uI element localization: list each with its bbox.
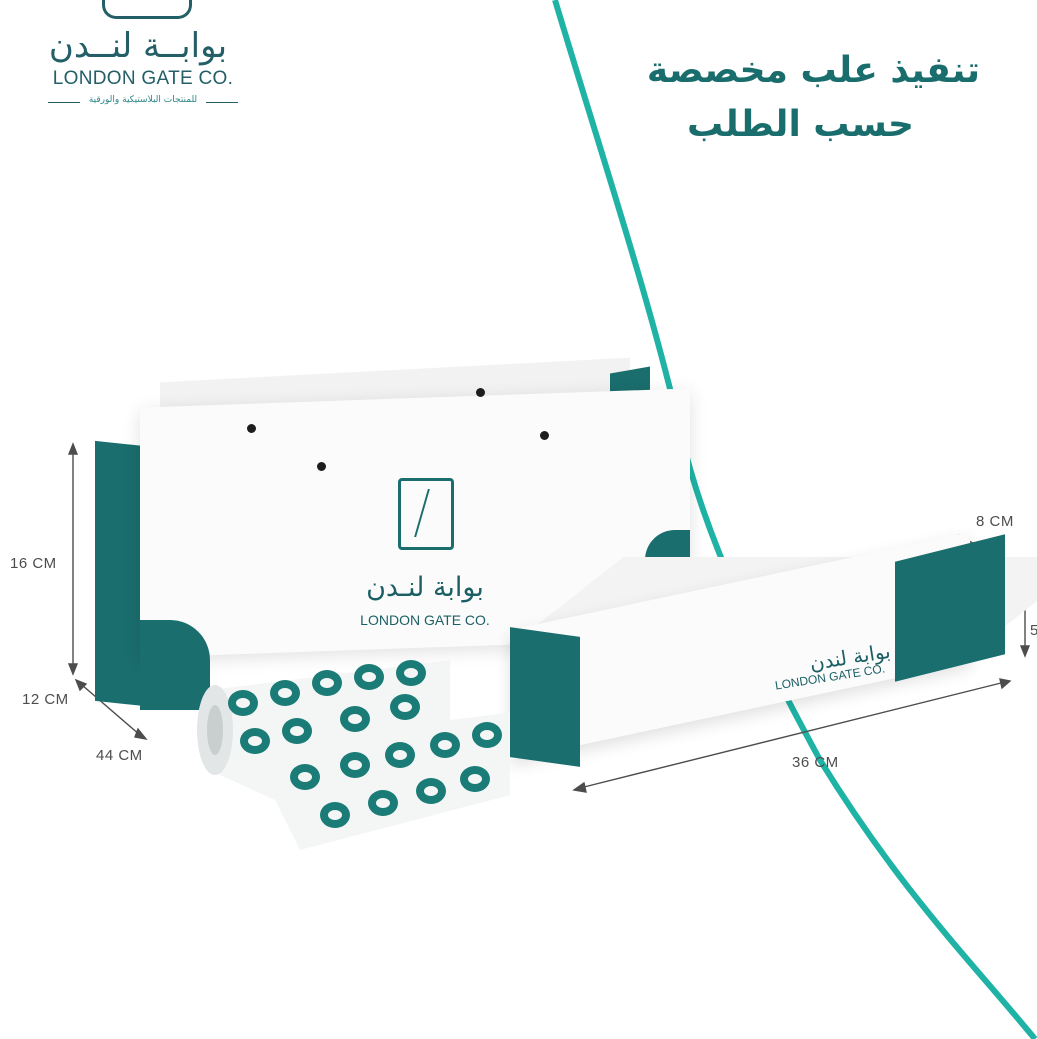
pattern-ring-icon — [290, 764, 320, 790]
pattern-ring-icon — [312, 670, 342, 696]
printed-paper-roll — [190, 660, 530, 850]
dimension-bag-width: 44 CM — [96, 747, 143, 764]
pattern-ring-icon — [340, 752, 370, 778]
bag-handle-hole — [247, 424, 256, 433]
pattern-ring-icon — [354, 664, 384, 690]
headline-line-2: حسب الطلب — [687, 104, 914, 145]
pattern-ring-icon — [340, 706, 370, 732]
pattern-ring-icon — [390, 694, 420, 720]
pattern-ring-icon — [396, 660, 426, 686]
pattern-ring-icon — [385, 742, 415, 768]
box-end-panel — [510, 627, 580, 767]
headline-line-1: تنفيذ علب مخصصة — [646, 50, 980, 91]
paper-roll-sheet — [197, 660, 530, 850]
bag-brand-en: LONDON GATE CO. — [360, 612, 490, 628]
dimension-box-length: 36 CM — [792, 754, 839, 771]
logo-tagline: للمنتجات البلاستيكية والورقية — [88, 95, 198, 105]
pattern-ring-icon — [368, 790, 398, 816]
bag-handle-hole — [540, 431, 549, 440]
dimension-bag-height: 16 CM — [10, 555, 57, 572]
bag-handle-hole — [317, 462, 326, 471]
headline: تنفيذ علب مخصصة حسب الطلب — [600, 44, 980, 152]
logo-emblem-icon — [102, 0, 192, 19]
bag-emblem-icon — [398, 478, 454, 550]
dimension-box-height: 5 — [1030, 622, 1037, 639]
bag-handle-hole — [476, 388, 485, 397]
pattern-ring-icon — [228, 690, 258, 716]
bag-accent-left — [140, 620, 210, 710]
pattern-ring-icon — [320, 802, 350, 828]
dimension-bag-depth: 12 CM — [22, 691, 69, 708]
pattern-ring-icon — [282, 718, 312, 744]
company-logo: بوابــة لنــدن LONDON GATE CO. للمنتجات … — [38, 0, 248, 112]
logo-divider-right — [206, 102, 238, 103]
pattern-ring-icon — [472, 722, 502, 748]
pattern-ring-icon — [416, 778, 446, 804]
logo-name-ar: بوابــة لنــدن — [48, 26, 228, 66]
pattern-ring-icon — [430, 732, 460, 758]
logo-name-en: LONDON GATE CO. — [52, 68, 234, 89]
logo-divider-left — [48, 102, 80, 103]
dimension-box-depth: 8 CM — [976, 513, 1014, 530]
bag-brand-ar: بوابة لنـدن — [366, 572, 484, 603]
pattern-ring-icon — [460, 766, 490, 792]
pattern-ring-icon — [240, 728, 270, 754]
pattern-ring-icon — [270, 680, 300, 706]
